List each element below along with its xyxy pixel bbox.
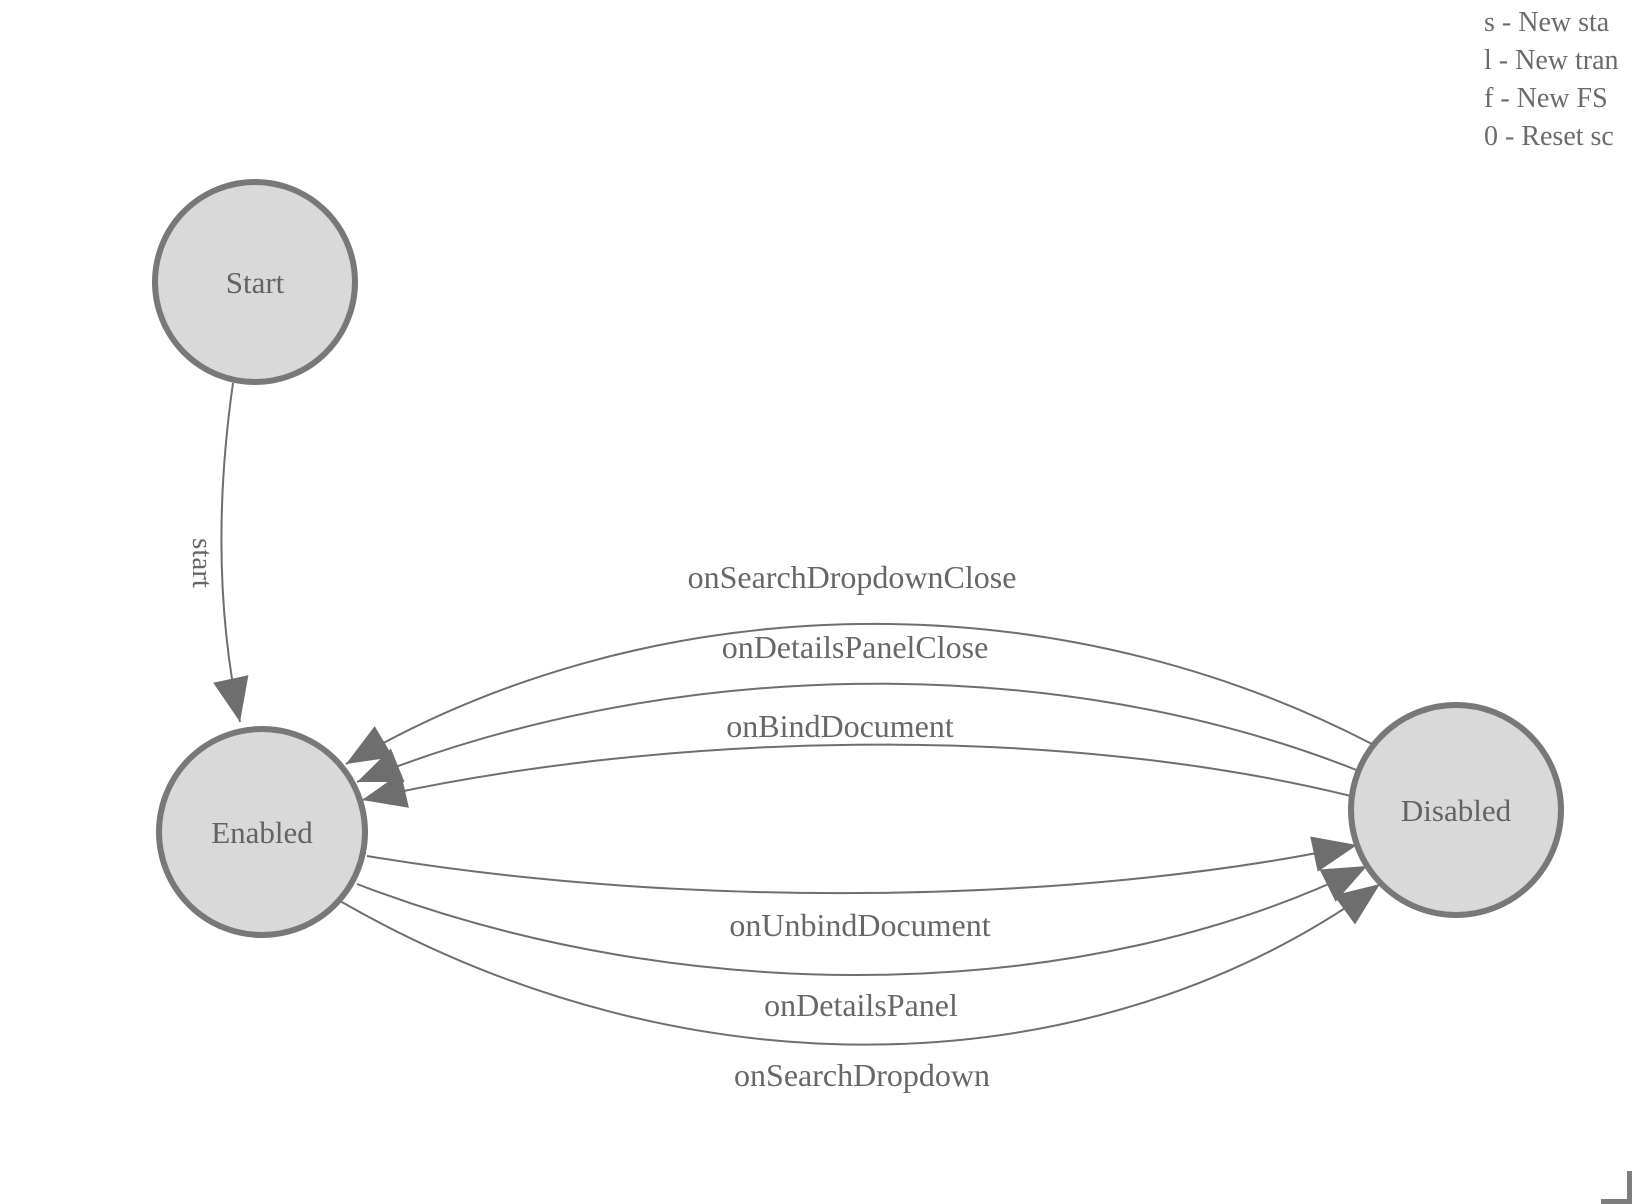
edge-label-onDetailsPanelClose: onDetailsPanelClose [722, 629, 989, 665]
edge-label-onSearchDropdown: onSearchDropdown [734, 1057, 990, 1093]
state-node-enabled[interactable]: Enabled [156, 726, 368, 938]
legend: s - New sta l - New tran f - New FS 0 - … [1484, 4, 1619, 156]
canvas-corner [1601, 1171, 1632, 1204]
edge-label-onDetailsPanel: onDetailsPanel [764, 987, 958, 1023]
state-circle-enabled[interactable] [156, 726, 368, 938]
state-node-disabled[interactable]: Disabled [1348, 702, 1564, 918]
state-node-start[interactable]: Start [152, 179, 358, 385]
edge-onSearchDropdown[interactable] [339, 883, 1381, 1046]
state-label-disabled: Disabled [1401, 793, 1512, 828]
edge-label-onUnbindDocument: onUnbindDocument [729, 907, 990, 943]
legend-item-new-transition: l - New tran [1484, 45, 1619, 76]
edge-start-to-enabled[interactable] [213, 382, 249, 723]
state-circle-start[interactable] [152, 179, 358, 385]
edge-onUnbindDocument[interactable] [366, 836, 1358, 895]
state-label-enabled: Enabled [211, 815, 313, 850]
edge-label-onBindDocument: onBindDocument [726, 708, 954, 744]
legend-item-new-state: s - New sta [1484, 7, 1610, 38]
state-circle-disabled[interactable] [1348, 702, 1564, 918]
edge-onDetailsPanel[interactable] [356, 865, 1368, 976]
edge-onDetailsPanelClose[interactable] [356, 682, 1360, 783]
edge-label-onSearchDropdownClose: onSearchDropdownClose [688, 559, 1017, 595]
edge-onBindDocument[interactable] [361, 743, 1352, 808]
state-label-start: Start [226, 265, 285, 300]
legend-item-reset: 0 - Reset sc [1484, 121, 1614, 152]
edge-onSearchDropdownClose[interactable] [345, 622, 1373, 765]
legend-item-new-fsm: f - New FS [1484, 83, 1608, 114]
edge-label-start: start [186, 538, 218, 588]
